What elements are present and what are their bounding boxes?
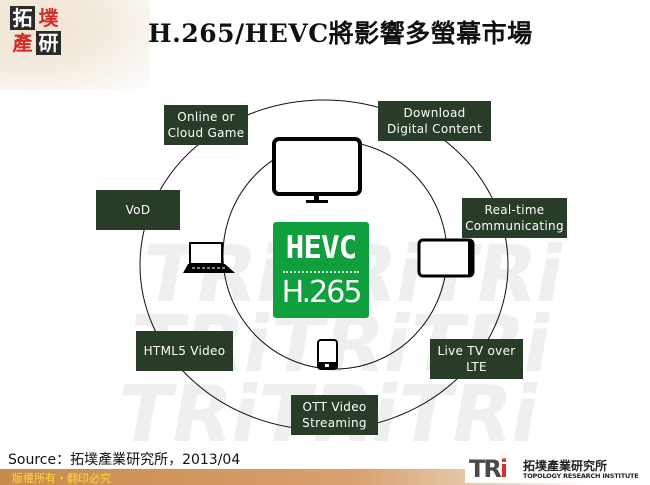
tri-logo: TRi 拓墣產業研究所 TOPOLOGY RESEARCH INSTITUTE [465, 455, 645, 483]
logo-char: 研 [36, 31, 61, 55]
logo-char: 拓 [10, 6, 35, 30]
tablet-icon [417, 238, 475, 278]
h265-label: H.265 [281, 275, 363, 310]
slide-title: H.265/HEVC將影響多螢幕市場 [148, 19, 533, 48]
logo-char: 產 [12, 31, 33, 55]
monitor-icon [272, 137, 362, 203]
tri-logo-mark: TRi [469, 455, 508, 483]
hevc-badge: HEVC H.265 [273, 222, 369, 318]
node-vod: VoD [96, 190, 180, 230]
source-citation: Source：拓墣產業研究所，2013/04 [8, 452, 241, 468]
dotted-divider [283, 271, 359, 273]
node-html5-video: HTML5 Video [136, 331, 233, 371]
hevc-label: HEVC [285, 230, 358, 266]
logo-char: 墣 [38, 6, 59, 30]
company-logo: 拓 墣 產 研 [10, 6, 62, 56]
laptop-icon [183, 242, 235, 273]
tri-logo-chinese: 拓墣產業研究所 [523, 459, 608, 473]
tri-logo-english: TOPOLOGY RESEARCH INSTITUTE [523, 472, 639, 480]
smartphone-icon [317, 339, 338, 370]
copyright-notice: 版權所有・翻印必究 [12, 472, 111, 485]
